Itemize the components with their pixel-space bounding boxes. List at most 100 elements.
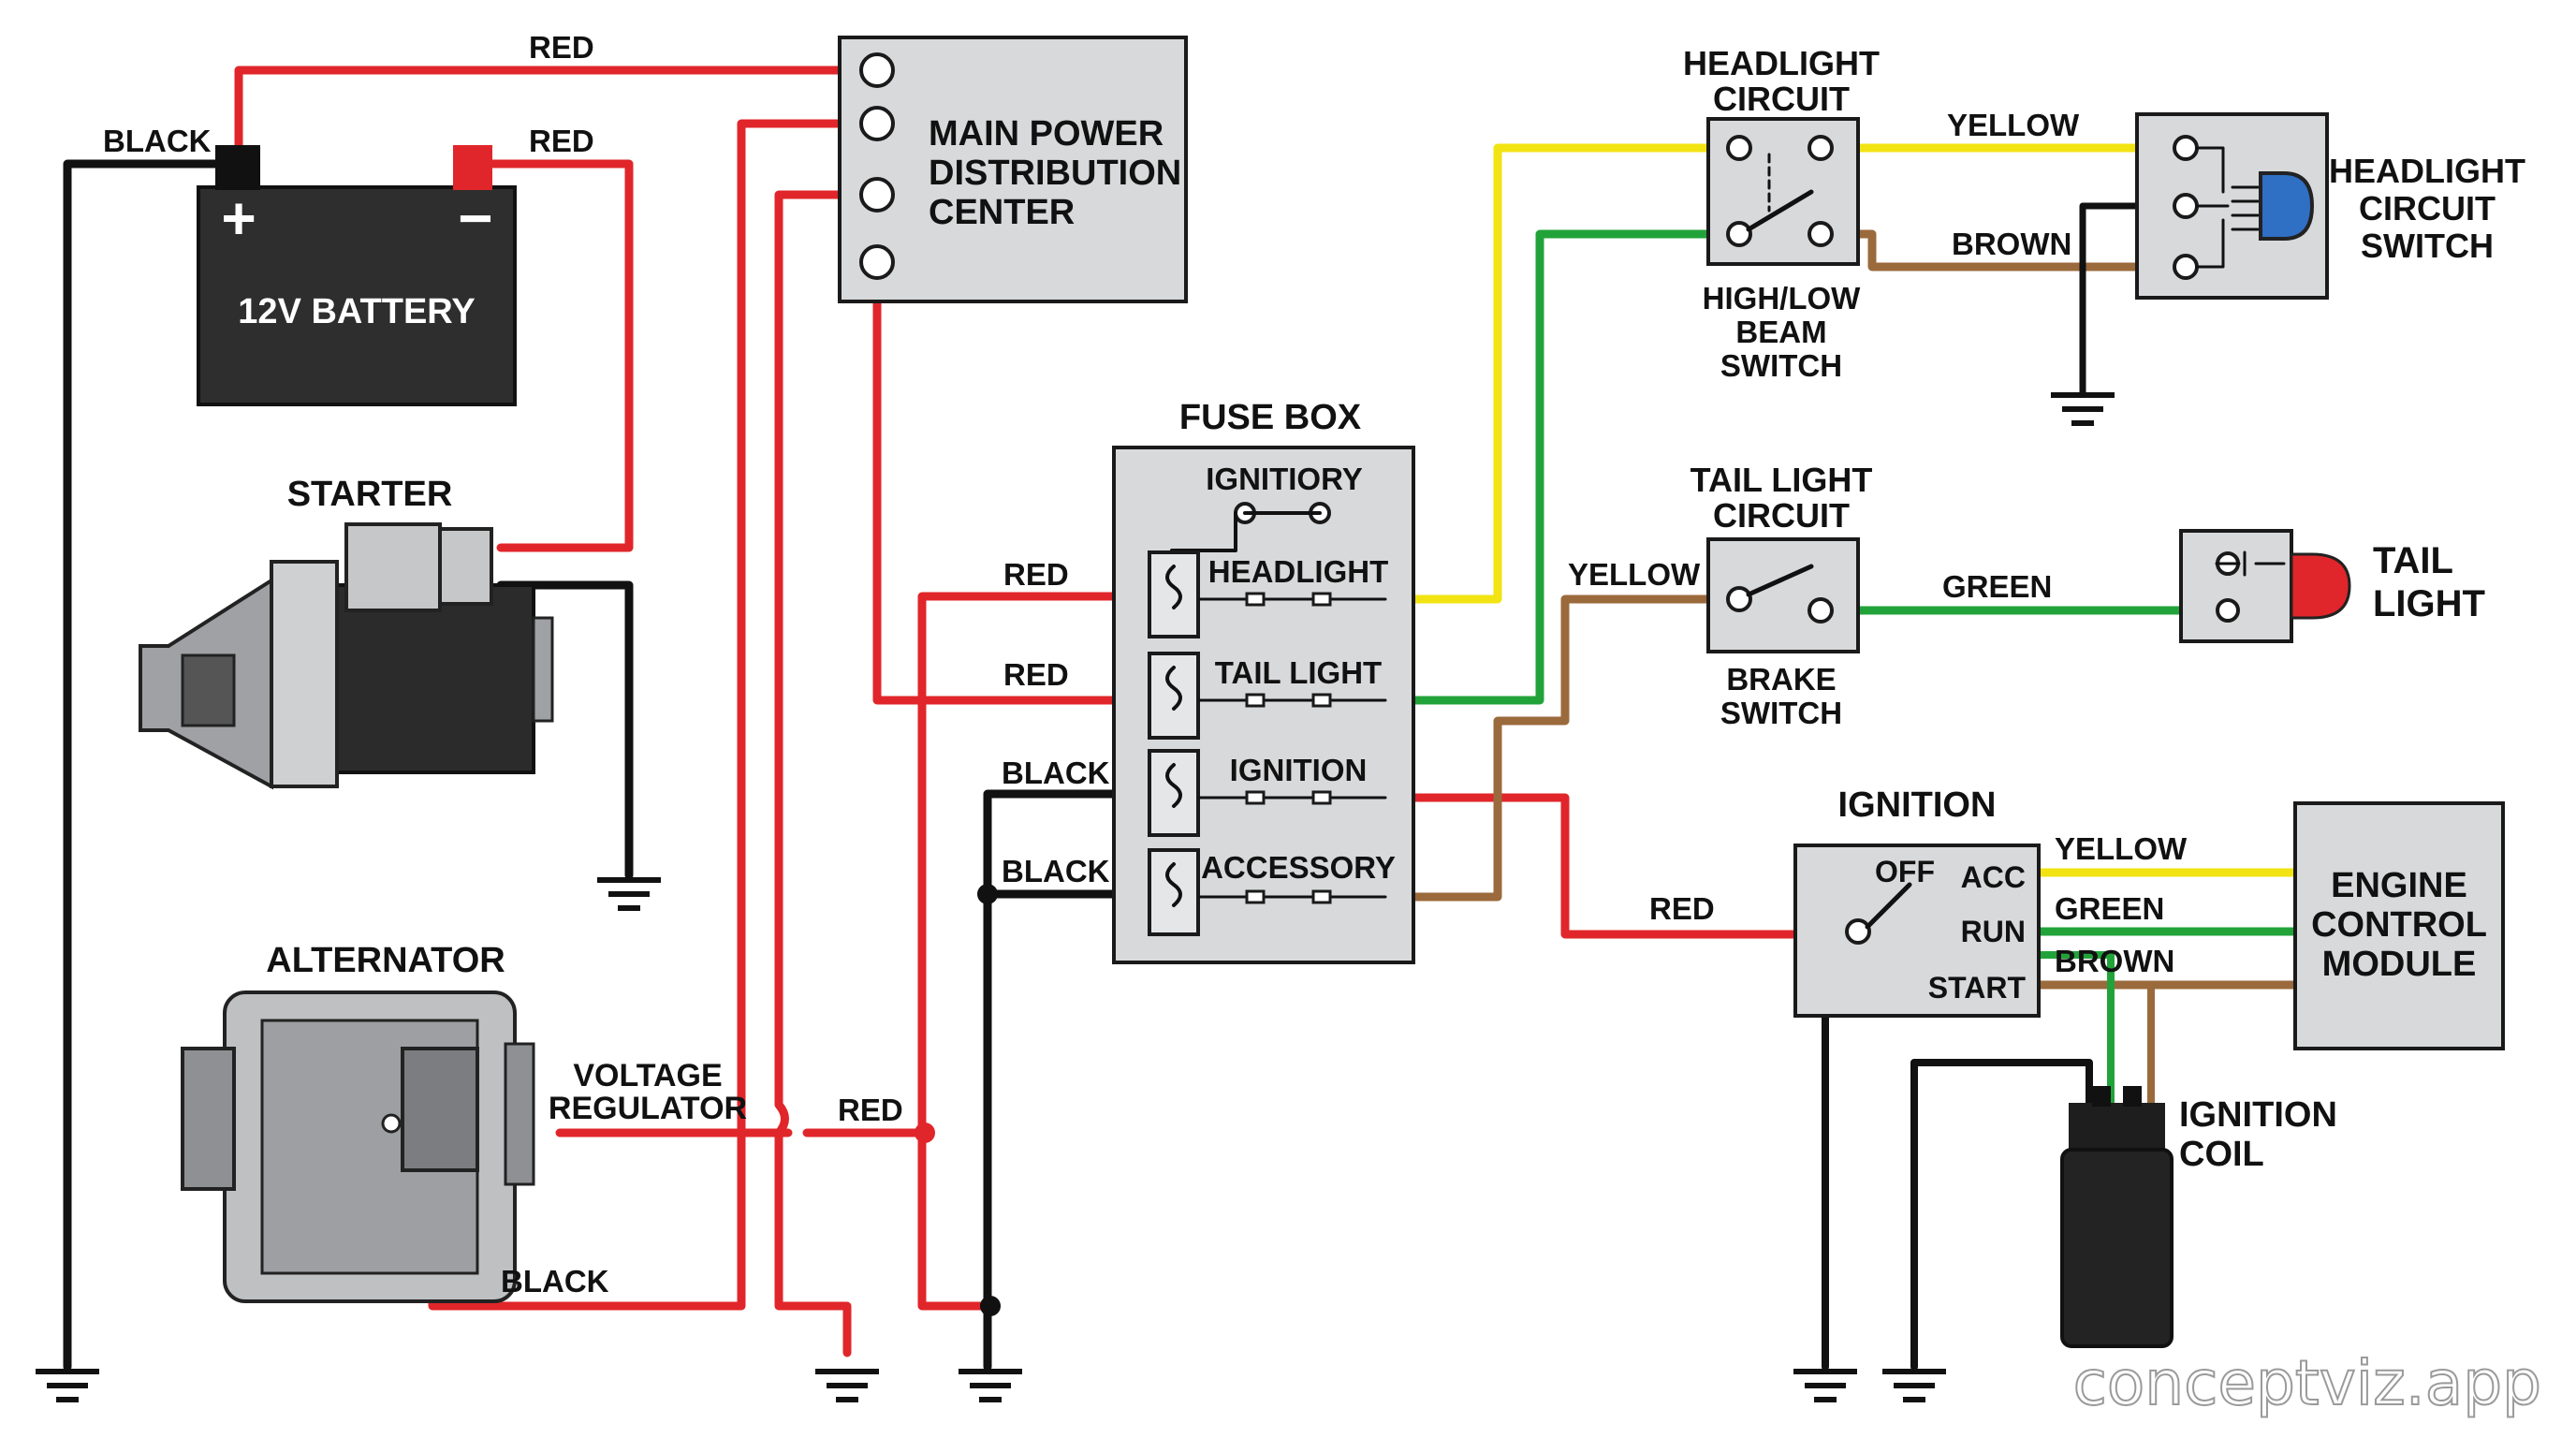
- svg-text:RED: RED: [1003, 657, 1069, 692]
- wire-headlight-yellow: [1381, 143, 1738, 604]
- svg-text:IGNITION: IGNITION: [1230, 753, 1368, 787]
- svg-text:YELLOW: YELLOW: [1947, 108, 2080, 142]
- engine-control-module: ENGINE CONTROL MODULE: [2293, 801, 2505, 1050]
- ground-coil-icon: [1882, 1369, 1946, 1402]
- svg-text:OFF: OFF: [1875, 855, 1935, 888]
- fuse-headlight: HEADLIGHT: [1148, 550, 1389, 638]
- wire-coil-ground: [1910, 1059, 2093, 1371]
- fuse-tail-light: TAIL LIGHT: [1148, 652, 1387, 740]
- wire-battery-negative-black: [63, 159, 243, 1372]
- svg-text:START: START: [1928, 971, 2027, 1005]
- svg-text:LIGHT: LIGHT: [2373, 583, 2485, 624]
- ground-battery-icon: [36, 1369, 99, 1402]
- svg-text:BRAKE: BRAKE: [1726, 662, 1836, 697]
- battery-label: 12V BATTERY: [238, 292, 475, 331]
- junction-red-dot: [915, 1123, 935, 1143]
- alternator: ALTERNATOR: [181, 941, 535, 1303]
- svg-text:CONTROL: CONTROL: [2311, 905, 2487, 945]
- wire-accessory-brown: [1381, 594, 1718, 902]
- svg-text:TAIL LIGHT: TAIL LIGHT: [1215, 655, 1382, 690]
- ground-fusebox-icon: [959, 1369, 1022, 1402]
- wires: [63, 66, 2298, 1372]
- svg-text:SWITCH: SWITCH: [1720, 696, 1842, 730]
- svg-text:BLACK: BLACK: [501, 1264, 609, 1299]
- starter-label: STARTER: [287, 475, 453, 514]
- mpdc-terminal-2: [859, 106, 895, 141]
- fuse-accessory: ACCESSORY: [1148, 848, 1396, 936]
- battery-plus-sign: +: [221, 184, 256, 252]
- svg-text:VOLTAGE: VOLTAGE: [573, 1058, 722, 1093]
- ground-symbols: [36, 392, 2115, 1402]
- fuse-box-title: FUSE BOX: [1179, 398, 1362, 437]
- junction-black-dot-2: [980, 1296, 1001, 1316]
- svg-text:BROWN: BROWN: [1952, 227, 2071, 261]
- svg-text:RED: RED: [838, 1093, 903, 1127]
- svg-text:DISTRIBUTION: DISTRIBUTION: [929, 154, 1181, 193]
- headlight-circuit-switch: HEADLIGHT CIRCUIT SWITCH: [2135, 112, 2525, 300]
- ground-alternator-icon: [815, 1369, 879, 1402]
- battery-minus-sign: −: [458, 184, 492, 252]
- svg-text:CIRCUIT: CIRCUIT: [1713, 80, 1850, 118]
- svg-text:TAIL LIGHT: TAIL LIGHT: [1690, 461, 1873, 499]
- wire-mpdc-4-red: [872, 276, 1156, 705]
- tail-light-bulb-icon: [2290, 552, 2351, 620]
- wire-starter-ground-black: [496, 580, 634, 880]
- svg-text:CIRCUIT: CIRCUIT: [2359, 189, 2496, 227]
- svg-text:RED: RED: [529, 124, 594, 158]
- wire-ignition-red: [1381, 793, 1816, 939]
- mpdc-terminal-3: [859, 177, 895, 213]
- svg-text:IGNITION: IGNITION: [2179, 1095, 2337, 1135]
- tail-light-circuit: TAIL LIGHT CIRCUIT BRAKE SWITCH: [1690, 461, 1873, 730]
- wire-battery-pos-red: [234, 66, 880, 154]
- svg-text:BLACK: BLACK: [103, 124, 212, 158]
- svg-text:BLACK: BLACK: [1002, 854, 1110, 888]
- ground-headlight-switch-icon: [2051, 392, 2115, 426]
- svg-text:RED: RED: [1003, 557, 1069, 592]
- voltage-regulator-label: VOLTAGE REGULATOR: [549, 1058, 747, 1126]
- ground-starter-icon: [597, 877, 661, 911]
- ground-ignition-icon: [1793, 1369, 1857, 1402]
- junction-black-dot-1: [977, 884, 998, 904]
- main-power-distribution-center: MAIN POWER DISTRIBUTION CENTER: [838, 36, 1188, 303]
- svg-text:ACCESSORY: ACCESSORY: [1201, 850, 1396, 885]
- svg-text:YELLOW: YELLOW: [1568, 557, 1701, 592]
- ignition-coil: IGNITION COIL: [2060, 1086, 2337, 1348]
- svg-text:MAIN POWER: MAIN POWER: [929, 114, 1164, 154]
- svg-text:HEADLIGHT: HEADLIGHT: [2329, 152, 2525, 190]
- svg-text:YELLOW: YELLOW: [2055, 831, 2188, 866]
- wire-coil-brown: [2147, 981, 2297, 1108]
- svg-text:RED: RED: [1649, 891, 1715, 926]
- svg-text:ACC: ACC: [1961, 860, 2026, 894]
- starter-motor: STARTER: [139, 475, 554, 790]
- svg-text:BEAM: BEAM: [1735, 315, 1826, 349]
- ignition-switch: IGNITION OFF ACC RUN START: [1793, 785, 2041, 1018]
- wire-mpdc-3-red: [774, 190, 880, 1357]
- svg-text:HEADLIGHT: HEADLIGHT: [1683, 44, 1880, 82]
- svg-text:RUN: RUN: [1961, 915, 2026, 948]
- svg-text:RED: RED: [529, 30, 594, 65]
- svg-text:GREEN: GREEN: [1942, 569, 2052, 604]
- tail-light: TAIL LIGHT: [2179, 529, 2485, 643]
- svg-text:COIL: COIL: [2179, 1135, 2264, 1174]
- headlight-bulb-icon: [2259, 171, 2315, 241]
- svg-text:SWITCH: SWITCH: [1720, 348, 1842, 383]
- wire-labels: BLACK RED RED RED RED BLACK BLACK RED BL…: [103, 30, 2188, 1299]
- ignition-title: IGNITION: [1838, 785, 1997, 825]
- battery-negative-post: [215, 145, 260, 190]
- alternator-label: ALTERNATOR: [266, 941, 505, 980]
- svg-text:CIRCUIT: CIRCUIT: [1713, 496, 1850, 535]
- battery-positive-post: [453, 145, 492, 190]
- svg-text:ENGINE: ENGINE: [2331, 866, 2467, 905]
- svg-text:SWITCH: SWITCH: [2361, 227, 2494, 265]
- svg-text:HIGH/LOW: HIGH/LOW: [1703, 281, 1861, 315]
- svg-text:HEADLIGHT: HEADLIGHT: [1208, 554, 1389, 589]
- mpdc-terminal-1: [859, 52, 895, 88]
- fuse-ignition: IGNITION: [1148, 749, 1387, 837]
- svg-text:TAIL: TAIL: [2373, 540, 2453, 581]
- wire-coil-green: [2037, 951, 2115, 1108]
- svg-text:MODULE: MODULE: [2322, 945, 2477, 984]
- headlight-circuit: HEADLIGHT CIRCUIT HIGH/LOW BEAM SWITCH: [1683, 44, 1880, 383]
- watermark: conceptviz.app: [2073, 1347, 2541, 1419]
- wire-headlight-fuse-red: [917, 592, 1156, 1311]
